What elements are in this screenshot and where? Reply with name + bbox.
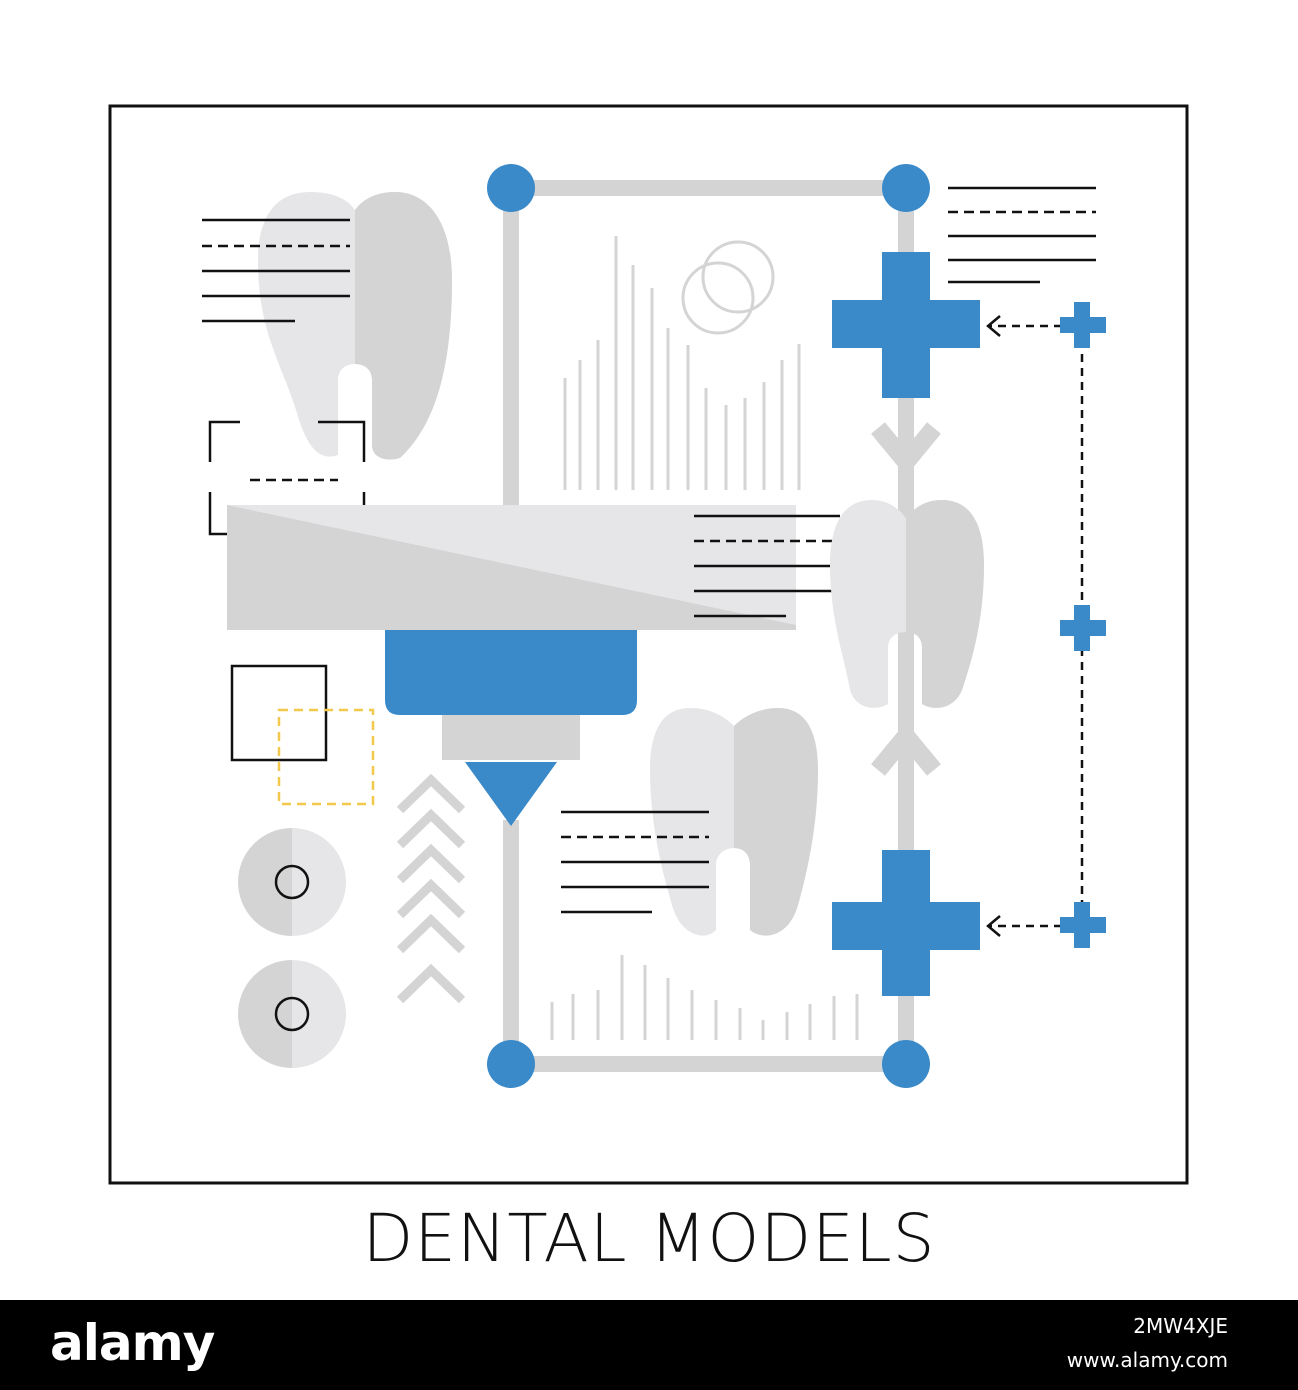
small-cross-icon — [1060, 302, 1106, 348]
top-bar-graph — [563, 236, 801, 490]
illustration-frame — [108, 104, 1189, 1185]
tooth-icon — [650, 708, 818, 936]
text-lines-top-left — [202, 218, 350, 323]
circle-node-icon — [487, 164, 535, 212]
printer-nozzle-icon — [465, 762, 557, 826]
circle-node-icon — [487, 1040, 535, 1088]
text-lines-top-right — [948, 186, 1096, 284]
orbit-ring-icon — [681, 261, 755, 335]
alamy-logo: alamy — [50, 1314, 215, 1372]
chevron-up-icon — [396, 773, 466, 1004]
dashed-square — [277, 708, 375, 806]
small-cross-icon — [1060, 605, 1106, 651]
tooth-icon — [830, 500, 984, 708]
site-url-label: www.alamy.com — [1066, 1348, 1228, 1372]
small-cross-icon — [1060, 902, 1106, 948]
image-id-label: 2MW4XJE — [1133, 1314, 1228, 1338]
tooth-icon — [258, 192, 452, 460]
text-lines-bottom — [561, 810, 709, 914]
disc-icon — [238, 828, 346, 936]
printer-neck — [442, 715, 580, 760]
arrow-down-icon — [871, 422, 941, 477]
stock-footer-bar: alamy 2MW4XJE www.alamy.com — [0, 1300, 1298, 1390]
illustration-caption: DENTAL MODELS — [362, 1200, 936, 1277]
outline-square — [230, 664, 328, 762]
bottom-bar-graph — [550, 955, 859, 1040]
dental-3d-printing-illustration — [108, 104, 1189, 1185]
orbit-ring-icon — [701, 240, 775, 314]
printer-gantry-highlight — [227, 505, 796, 625]
circle-node-icon — [882, 1040, 930, 1088]
arrow-up-icon — [871, 721, 941, 776]
circle-node-icon — [882, 164, 930, 212]
disc-icon — [238, 960, 346, 1068]
printer-head — [385, 630, 637, 715]
text-lines-middle — [694, 514, 840, 618]
medical-cross-icon — [832, 850, 980, 996]
medical-cross-icon — [832, 252, 980, 398]
